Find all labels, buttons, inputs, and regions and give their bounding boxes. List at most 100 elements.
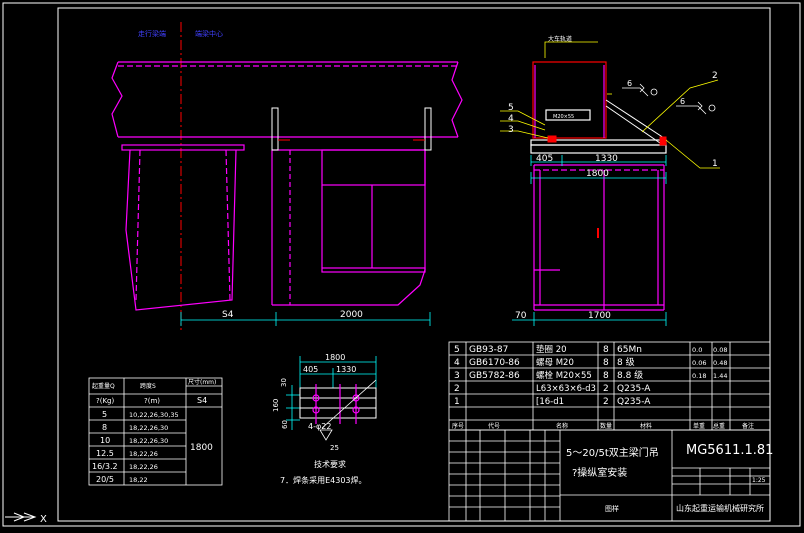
weld-callout-b: 6 — [680, 97, 685, 106]
side-dim-1800: 1800 — [586, 169, 609, 179]
span-row-5-s: 18,22 — [129, 476, 148, 484]
side-dimensions — [512, 155, 667, 326]
part-row-3-no: 2 — [454, 384, 460, 394]
side-view: 大车轨道 M20×55 5 4 3 2 1 6 6 — [500, 35, 720, 326]
side-leaders — [500, 41, 720, 169]
span-row-3-s: 18,22,26 — [129, 450, 158, 458]
part-row-2-w2: 1.44 — [713, 372, 727, 380]
side-inner-label: M20×55 — [553, 114, 574, 120]
part-row-0-qty: 8 — [603, 345, 609, 355]
span-row-1-q: 8 — [102, 423, 107, 432]
part-row-2-mat: 8.8 级 — [617, 369, 643, 381]
parts-header-7: 备注 — [742, 422, 754, 430]
front-dim-2000: 2000 — [340, 310, 363, 320]
side-brace — [547, 99, 667, 146]
side-cabin-body — [533, 164, 665, 311]
tech-note-title: 技术要求 — [314, 459, 346, 469]
weld-symbols — [622, 83, 716, 115]
part-row-2-qty: 8 — [603, 371, 609, 381]
parts-header-2: 名称 — [556, 422, 568, 430]
main-girder — [111, 61, 463, 311]
hole-marker-triangle — [319, 429, 333, 441]
hole-dimensions — [286, 356, 377, 430]
parts-header-0: 序号 — [452, 422, 464, 430]
part-row-0-w1: 0.0 — [692, 346, 702, 354]
hole-label: 4-φ22 — [308, 422, 331, 431]
weld-callout-a: 6 — [627, 79, 632, 88]
span-merged: 1800 — [190, 443, 213, 453]
hole-dim-1330: 1330 — [336, 365, 356, 374]
drawing-number: MG5611.1.81 — [686, 443, 773, 458]
hole-leader — [321, 379, 377, 429]
ucs-x-label: X — [40, 514, 47, 525]
span-row-5-q: 20/5 — [96, 475, 114, 484]
scale-value: 1:25 — [752, 477, 766, 484]
callout-5: 5 — [508, 103, 514, 113]
hole-dim-160: 160 — [272, 399, 280, 412]
part-row-1-no: 4 — [454, 358, 460, 368]
part-row-4-qty: 2 — [603, 397, 609, 407]
part-row-2-name: 螺栓 M20×55 — [536, 370, 592, 381]
hole-plate — [299, 387, 377, 419]
part-row-2-no: 3 — [454, 371, 460, 381]
part-row-3-mat: Q235-A — [617, 384, 651, 394]
hole-dim-405: 405 — [303, 365, 318, 374]
side-top-label: 大车轨道 — [548, 35, 572, 43]
part-row-1-w2: 0.48 — [713, 359, 727, 367]
part-row-0-code: GB93-87 — [469, 345, 508, 355]
part-row-1-code: GB6170-86 — [469, 358, 520, 368]
parts-header-1: 代号 — [488, 422, 500, 430]
front-dimensions — [180, 312, 431, 326]
callout-1: 1 — [712, 159, 718, 169]
hole-marker: 25 — [330, 444, 339, 452]
hole-dim-1800: 1800 — [325, 353, 345, 362]
span-header-0: 起重量Q — [92, 382, 115, 390]
front-view: 走行梁端 端梁中心 — [111, 22, 463, 330]
span-row-0-q: 5 — [102, 410, 107, 419]
title-block: 5～20/5t双主梁门吊 ?操纵室安装 图样 MG5611.1.81 1:25 … — [448, 429, 773, 522]
part-row-4-mat: Q235-A — [617, 397, 651, 407]
span-header-1: 跨度S — [140, 382, 156, 390]
part-row-3-qty: 2 — [603, 384, 609, 394]
hole-detail: 1800 405 1330 30 160 60 4-φ22 25 技术要求 7．… — [272, 353, 377, 485]
front-label-right: 端梁中心 — [195, 29, 223, 38]
span-sub-2: S4 — [197, 396, 207, 405]
part-row-0-w2: 0.08 — [713, 346, 727, 354]
hole-dim-60: 60 — [281, 420, 289, 429]
tech-note-body: 7．焊条采用E4303焊。 — [280, 475, 367, 485]
parts-header-4: 材料 — [640, 422, 652, 430]
side-dim-70: 70 — [515, 311, 527, 321]
span-row-3-q: 12.5 — [96, 449, 114, 458]
hole-dim-30: 30 — [280, 378, 288, 387]
callout-4: 4 — [508, 114, 514, 124]
part-row-1-qty: 8 — [603, 358, 609, 368]
span-row-4-s: 18,22,26 — [129, 463, 158, 471]
part-row-3-name: L63×63×6-d3 — [536, 384, 596, 394]
company-name: 山东起重运输机械研究所 — [676, 503, 764, 513]
front-dim-s4: S4 — [222, 310, 234, 320]
parts-header-6: 总重 — [713, 422, 725, 430]
side-dim-405: 405 — [536, 154, 553, 164]
side-dim-1330: 1330 — [595, 154, 618, 164]
hole-bolts — [312, 384, 360, 424]
side-dim-1700: 1700 — [588, 311, 611, 321]
parts-header-3: 数量 — [600, 422, 612, 430]
span-row-4-q: 16/3.2 — [92, 462, 118, 471]
span-row-0-s: 10,22,26,30,35 — [129, 411, 179, 419]
drawing-frame — [2, 2, 801, 527]
callout-3: 3 — [508, 125, 514, 135]
part-row-1-name: 螺母 M20 — [536, 357, 574, 368]
part-row-4-name: [16-d1 — [536, 397, 564, 407]
part-row-1-mat: 8 级 — [617, 356, 635, 368]
parts-header-5: 单重 — [693, 422, 705, 430]
span-sub-1: ?(m) — [144, 397, 160, 405]
span-sub-0: ?(Kg) — [96, 397, 114, 405]
part-row-1-w1: 0.06 — [692, 359, 706, 367]
span-row-2-q: 10 — [100, 436, 110, 445]
title-line-2: ?操纵室安装 — [572, 466, 627, 479]
